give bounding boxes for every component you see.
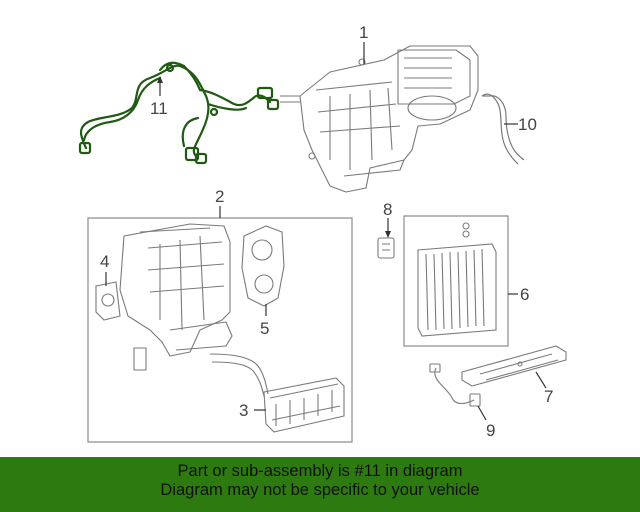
banner-line-1: Part or sub-assembly is #11 in diagram [177,462,463,480]
info-banner: Part or sub-assembly is #11 in diagram D… [0,457,640,512]
callout-6: 6 [520,285,530,304]
evaporator-frame-part-6 [403,215,509,347]
leader-11-arrow [157,76,163,83]
callout-4: 4 [100,252,110,271]
servo-motor-part-4 [95,281,121,321]
heater-core-part-3 [209,353,345,433]
wire-harness-part-11 [78,61,280,165]
leader-9 [477,405,487,421]
callout-8: 8 [383,200,393,219]
callout-5: 5 [260,319,270,338]
callout-2: 2 [215,187,225,206]
callout-1: 1 [359,23,369,42]
connector-harness-part-9 [429,363,481,407]
hvac-unit-part-1 [280,45,479,193]
sensor-part-8 [377,237,395,259]
actuator-part-5 [241,225,285,307]
tube-assembly-part-7 [461,345,567,387]
sub-assembly-2-frame [87,217,353,443]
parts-diagram [78,42,567,443]
callout-11: 11 [150,99,168,118]
banner-line-2: Diagram may not be specific to your vehi… [160,481,480,499]
leader-8-arrow [385,231,391,238]
case-assembly-part-2 [119,223,233,371]
evaporator-core-part-6 [417,222,497,337]
leader-7 [535,371,547,389]
callout-7: 7 [544,387,554,406]
callout-3: 3 [239,401,249,420]
callout-10: 10 [518,115,537,134]
callout-9: 9 [486,421,496,440]
drain-hose-part-10 [481,93,525,165]
